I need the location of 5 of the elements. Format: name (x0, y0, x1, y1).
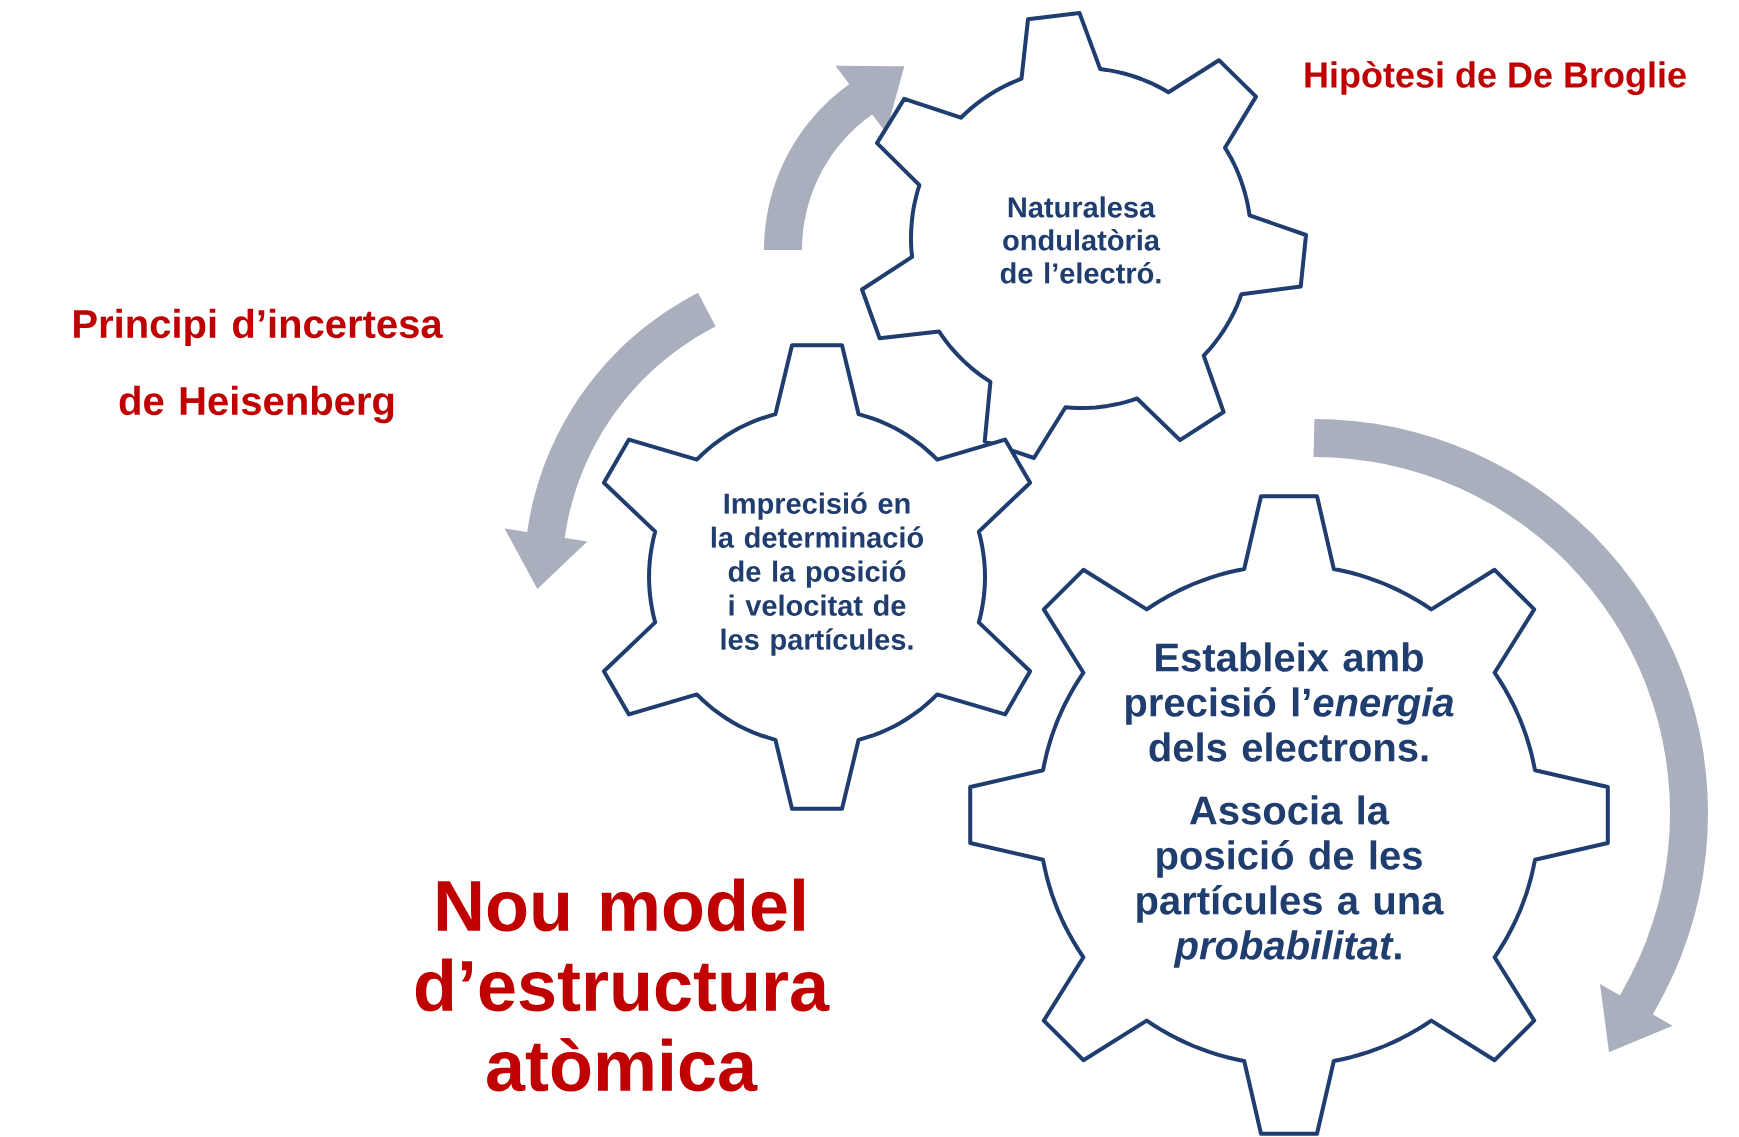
gear: Imprecisió en la determinació de la posició i velocitat de les partícules. (601, 343, 1033, 811)
heading: Nou model d’estructura atòmica (415, 878, 830, 1092)
gear: Estableix amb precisió l’energia dels electrons. Associa la posició de les partícules a una probabilitat. (968, 494, 1610, 1136)
side-label: Hipòtesi de De Broglie (1305, 61, 1686, 95)
side-label: Principi d’incertesa de Heisenberg (74, 308, 443, 424)
